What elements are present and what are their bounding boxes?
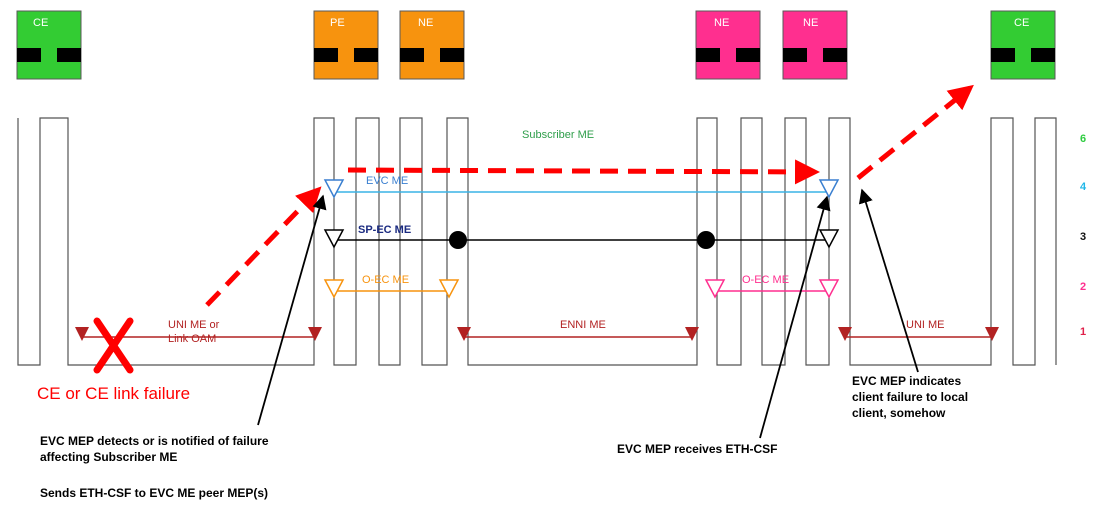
failure-propagation-arrow-3	[856, 84, 974, 180]
oec-mep-right-a	[704, 279, 726, 299]
indicates-caption-line-2: client failure to local	[852, 390, 968, 404]
device-label: PE	[330, 17, 345, 29]
evc-mep-right	[818, 179, 840, 199]
device-ne-1: NE	[399, 10, 465, 80]
sp-ec-mep-left	[323, 229, 345, 249]
device-label: CE	[33, 17, 48, 29]
uni-me-left-label-1: UNI ME or	[168, 319, 220, 331]
level-2: 2	[1080, 281, 1086, 293]
device-label: NE	[803, 17, 818, 29]
enni-me-label: ENNI ME	[560, 319, 606, 331]
uni-me-left-label-2: Link OAM	[168, 333, 216, 345]
sp-ec-mip-left	[449, 231, 467, 249]
failure-caption: CE or CE link failure	[37, 384, 190, 403]
domain-outline	[17, 117, 1057, 366]
oec-mep-right-b	[818, 279, 840, 299]
evc-me-label: EVC ME	[366, 175, 408, 187]
sp-ec-me-label: SP-EC ME	[358, 224, 411, 236]
device-ne-2: NE	[695, 10, 761, 80]
enni-mep-right	[685, 327, 699, 341]
level-4: 4	[1080, 181, 1087, 193]
uni-me-right-label: UNI ME	[906, 319, 945, 331]
device-ce-right: CE	[990, 10, 1056, 80]
oec-me-left-label: O-EC ME	[362, 274, 409, 286]
failure-propagation-arrow-2	[347, 159, 820, 185]
indicates-caption-line-3: client, somehow	[852, 406, 946, 420]
level-3: 3	[1080, 231, 1086, 243]
callout-arrow-receives	[759, 195, 831, 439]
device-label: NE	[714, 17, 729, 29]
indicates-caption-line-1: EVC MEP indicates	[852, 374, 961, 388]
device-pe: PE	[313, 10, 379, 80]
callout-arrow-indicates	[858, 188, 919, 373]
detects-caption-line-2: affecting Subscriber ME	[40, 450, 177, 464]
oec-me-right-label: O-EC ME	[742, 274, 789, 286]
device-ce-left: CE	[16, 10, 82, 80]
device-label: NE	[418, 17, 433, 29]
level-6: 6	[1080, 133, 1086, 145]
detects-caption-line-1: EVC MEP detects or is notified of failur…	[40, 434, 269, 448]
failure-x-icon	[93, 317, 134, 374]
uni-mep-left-b	[308, 327, 322, 341]
oec-mep-left-a	[323, 279, 345, 299]
sp-ec-mip-right	[697, 231, 715, 249]
uni-mep-right-b	[985, 327, 999, 341]
sends-caption: Sends ETH-CSF to EVC ME peer MEP(s)	[40, 486, 268, 500]
subscriber-me-label: Subscriber ME	[522, 129, 594, 141]
receives-caption: EVC MEP receives ETH-CSF	[617, 442, 778, 456]
device-ne-3: NE	[782, 10, 848, 80]
device-label: CE	[1014, 17, 1029, 29]
failure-propagation-arrow-1	[205, 186, 322, 307]
level-1: 1	[1080, 326, 1086, 338]
enni-mep-left	[457, 327, 471, 341]
uni-mep-right-a	[838, 327, 852, 341]
evc-mep-left	[323, 179, 345, 199]
oec-mep-left-b	[438, 279, 460, 299]
sp-ec-mep-right	[818, 229, 840, 249]
callout-arrow-detects	[257, 194, 327, 426]
uni-mep-left-a	[75, 327, 89, 341]
